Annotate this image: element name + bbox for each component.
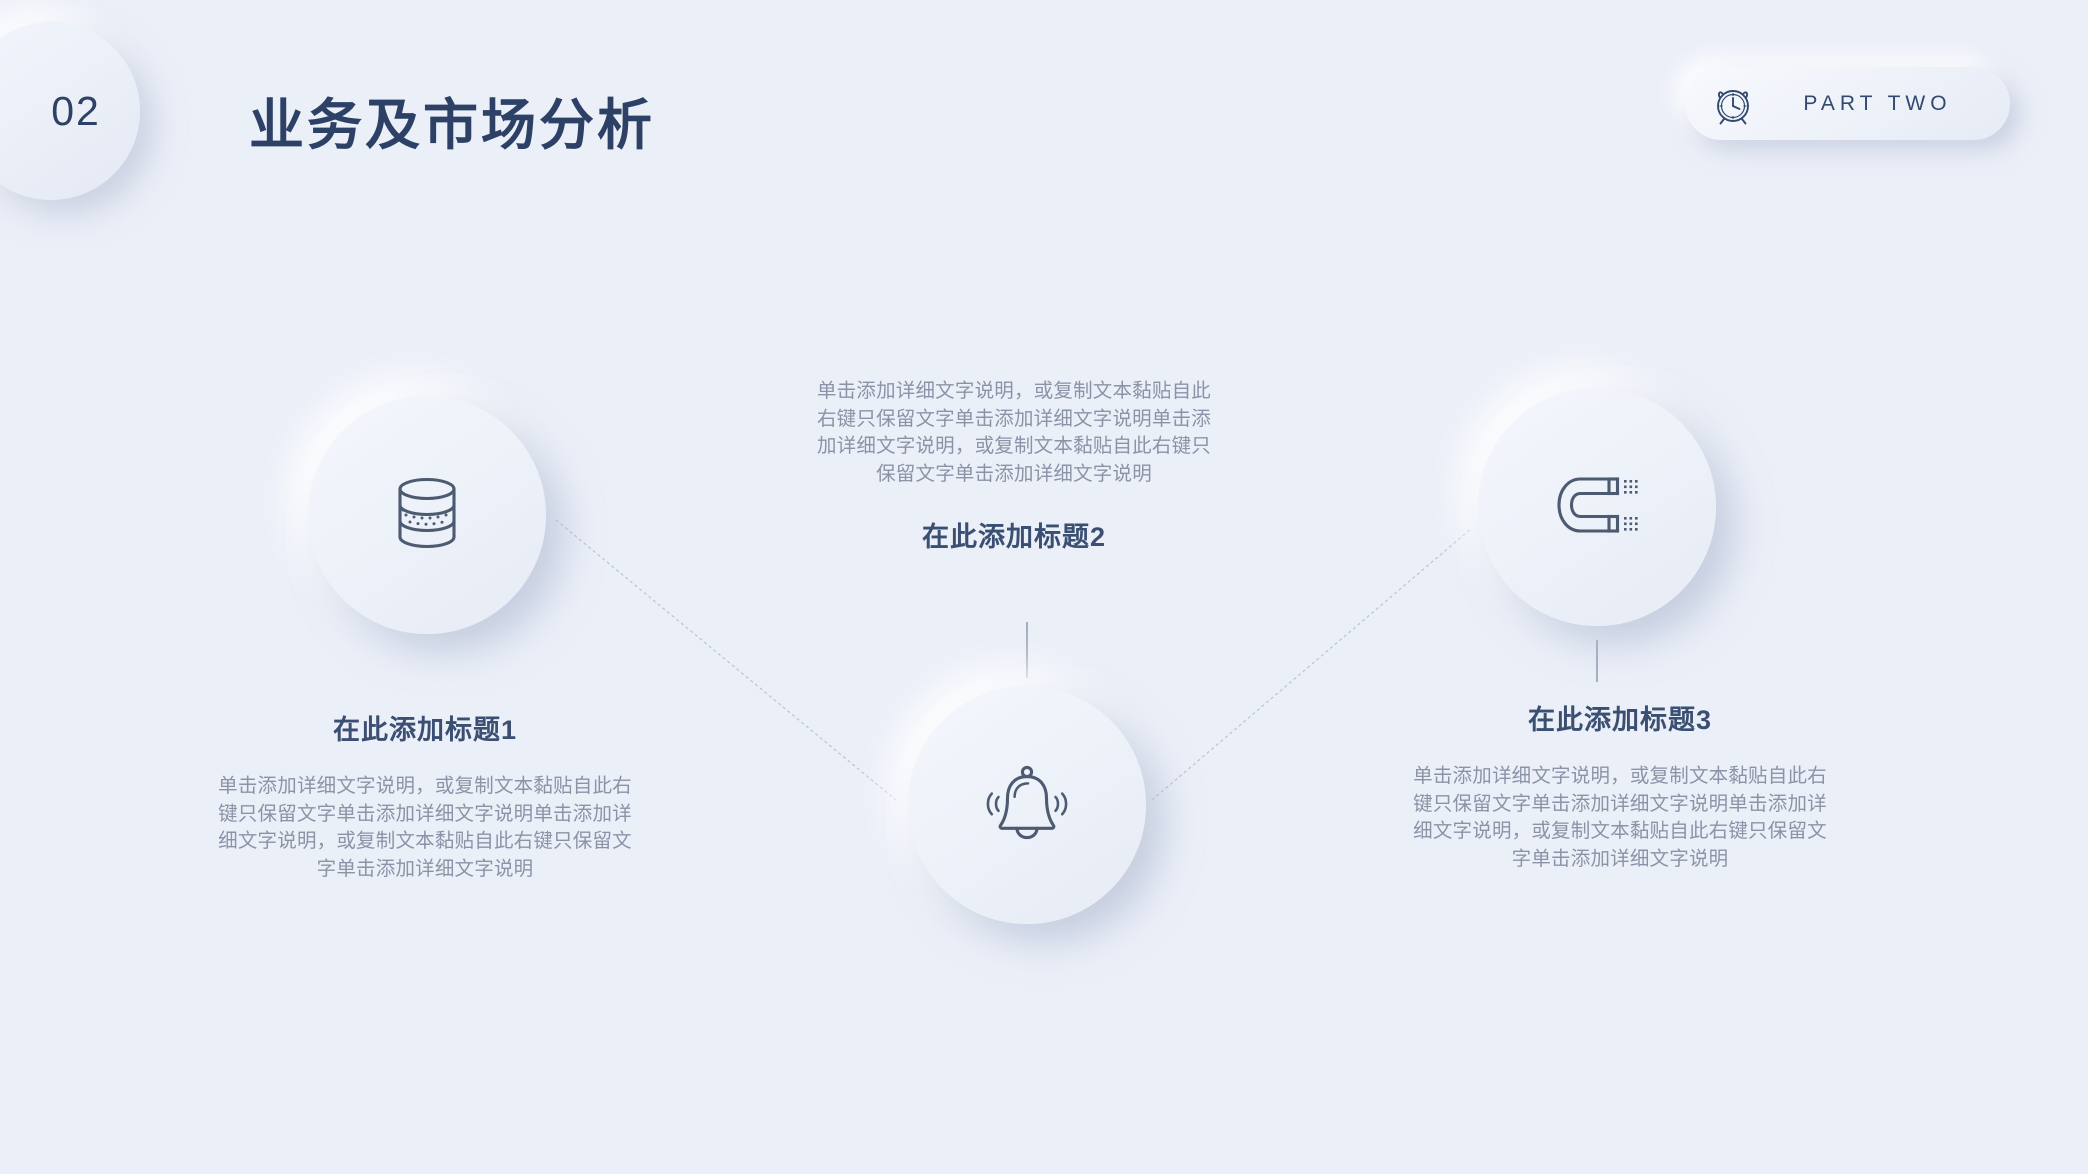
magnet-icon xyxy=(1547,455,1647,560)
section-3-title: 在此添加标题3 xyxy=(1527,705,1713,735)
section-2-text-block: 单击添加详细文字说明，或复制文本黏贴自此右键只保留文字单击添加详细文字说明单击添… xyxy=(815,378,1213,554)
bell-icon xyxy=(977,753,1077,858)
section-2-icon-circle[interactable] xyxy=(908,686,1146,924)
section-number-badge: 02 xyxy=(0,22,140,200)
page-title: 业务及市场分析 xyxy=(249,94,656,156)
section-3-text-block: 在此添加标题3 单击添加详细文字说明，或复制文本黏贴自此右键只保留文字单击添加详… xyxy=(1410,698,1830,874)
section-1-icon-circle[interactable] xyxy=(308,396,546,634)
section-2-body: 单击添加详细文字说明，或复制文本黏贴自此右键只保留文字单击添加详细文字说明单击添… xyxy=(816,380,1211,486)
part-label: PART TWO xyxy=(1803,91,1952,115)
section-3-body: 单击添加详细文字说明，或复制文本黏贴自此右键只保留文字单击添加详细文字说明单击添… xyxy=(1413,765,1827,871)
section-1-body: 单击添加详细文字说明，或复制文本黏贴自此右键只保留文字单击添加详细文字说明单击添… xyxy=(218,775,632,881)
section-3-icon-circle[interactable] xyxy=(1478,388,1716,626)
part-indicator-pill[interactable]: PART TWO xyxy=(1685,67,2010,140)
section-number: 02 xyxy=(51,87,101,134)
database-icon xyxy=(379,465,475,566)
alarm-clock-icon xyxy=(1707,78,1759,130)
section-1-title: 在此添加标题1 xyxy=(332,715,518,745)
section-2-title: 在此添加标题2 xyxy=(921,521,1107,552)
section-1-text-block: 在此添加标题1 单击添加详细文字说明，或复制文本黏贴自此右键只保留文字单击添加详… xyxy=(215,708,635,884)
